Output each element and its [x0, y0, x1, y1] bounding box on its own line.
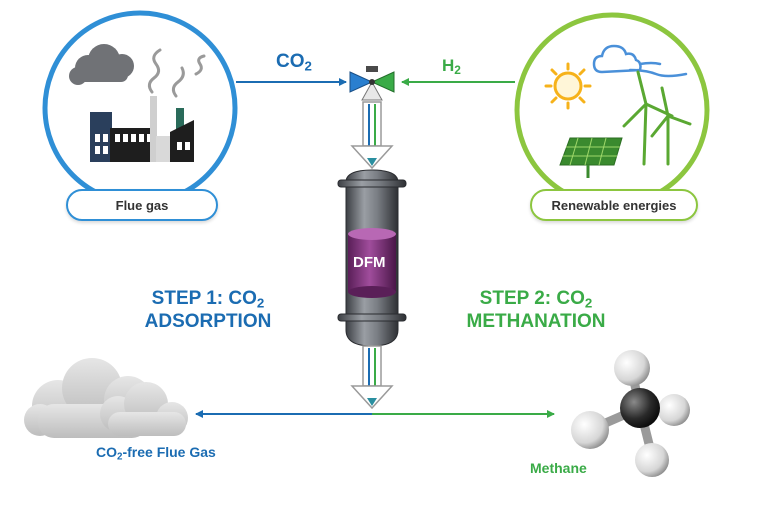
step1-line2: ADSORPTION	[144, 311, 272, 332]
step1-line1: STEP 1: CO2	[118, 287, 298, 310]
co2-free-suffix: -free Flue Gas	[122, 444, 216, 460]
smoke-swirl-icon	[147, 48, 206, 98]
step1-line1-text: STEP 1: CO	[151, 288, 257, 309]
step2-line2: METHANATION	[466, 311, 606, 332]
renewable-circle	[514, 12, 710, 208]
flue-gas-label: Flue gas	[115, 197, 169, 213]
gray-cloud-icon	[24, 358, 188, 438]
co2-free-flue-gas-label: CO2-free Flue Gas	[96, 444, 216, 463]
co2-free-prefix: CO	[96, 444, 117, 460]
step1-label: STEP 1: CO2 ADSORPTION	[118, 287, 298, 333]
down-arrow-top	[350, 145, 394, 170]
co2-input-subscript: 2	[304, 58, 312, 74]
co2-free-subscript: 2	[117, 451, 123, 463]
dfm-bed	[348, 228, 396, 298]
flue-gas-source	[42, 10, 238, 206]
renewable-source	[514, 12, 710, 208]
methane-molecule-icon	[571, 350, 690, 477]
solar-panel-icon	[559, 137, 623, 178]
h2-input-subscript: 2	[454, 62, 461, 77]
valve-icon	[349, 66, 395, 101]
dfm-label: DFM	[353, 254, 386, 271]
top-pipe	[350, 101, 394, 170]
step2-line1: STEP 2: CO2	[446, 287, 626, 310]
wind-turbine-icon	[622, 70, 692, 166]
smoke-cloud-icon	[69, 44, 134, 85]
sun-icon	[544, 62, 592, 110]
co2-input-text: CO	[276, 51, 305, 72]
h2-input-label: H2	[442, 56, 461, 76]
renewable-label: Renewable energies	[551, 197, 677, 213]
methane-label: Methane	[530, 460, 587, 476]
step2-line1-subscript: 2	[584, 295, 593, 311]
down-arrow-bottom	[350, 385, 394, 410]
flue-gas-pill: Flue gas	[66, 189, 218, 221]
step2-label: STEP 2: CO2 METHANATION	[446, 287, 626, 333]
bottom-pipe	[350, 345, 394, 410]
renewable-pill: Renewable energies	[530, 189, 698, 221]
step1-line1-subscript: 2	[256, 295, 265, 311]
step2-line1-text: STEP 2: CO	[479, 288, 585, 309]
reactor-icon	[337, 169, 407, 347]
co2-input-label: CO2	[276, 51, 312, 73]
wind-cloud-icon	[592, 44, 688, 78]
h2-input-text: H	[442, 56, 455, 75]
flue-gas-circle	[42, 10, 238, 206]
factory-icon	[90, 96, 194, 162]
